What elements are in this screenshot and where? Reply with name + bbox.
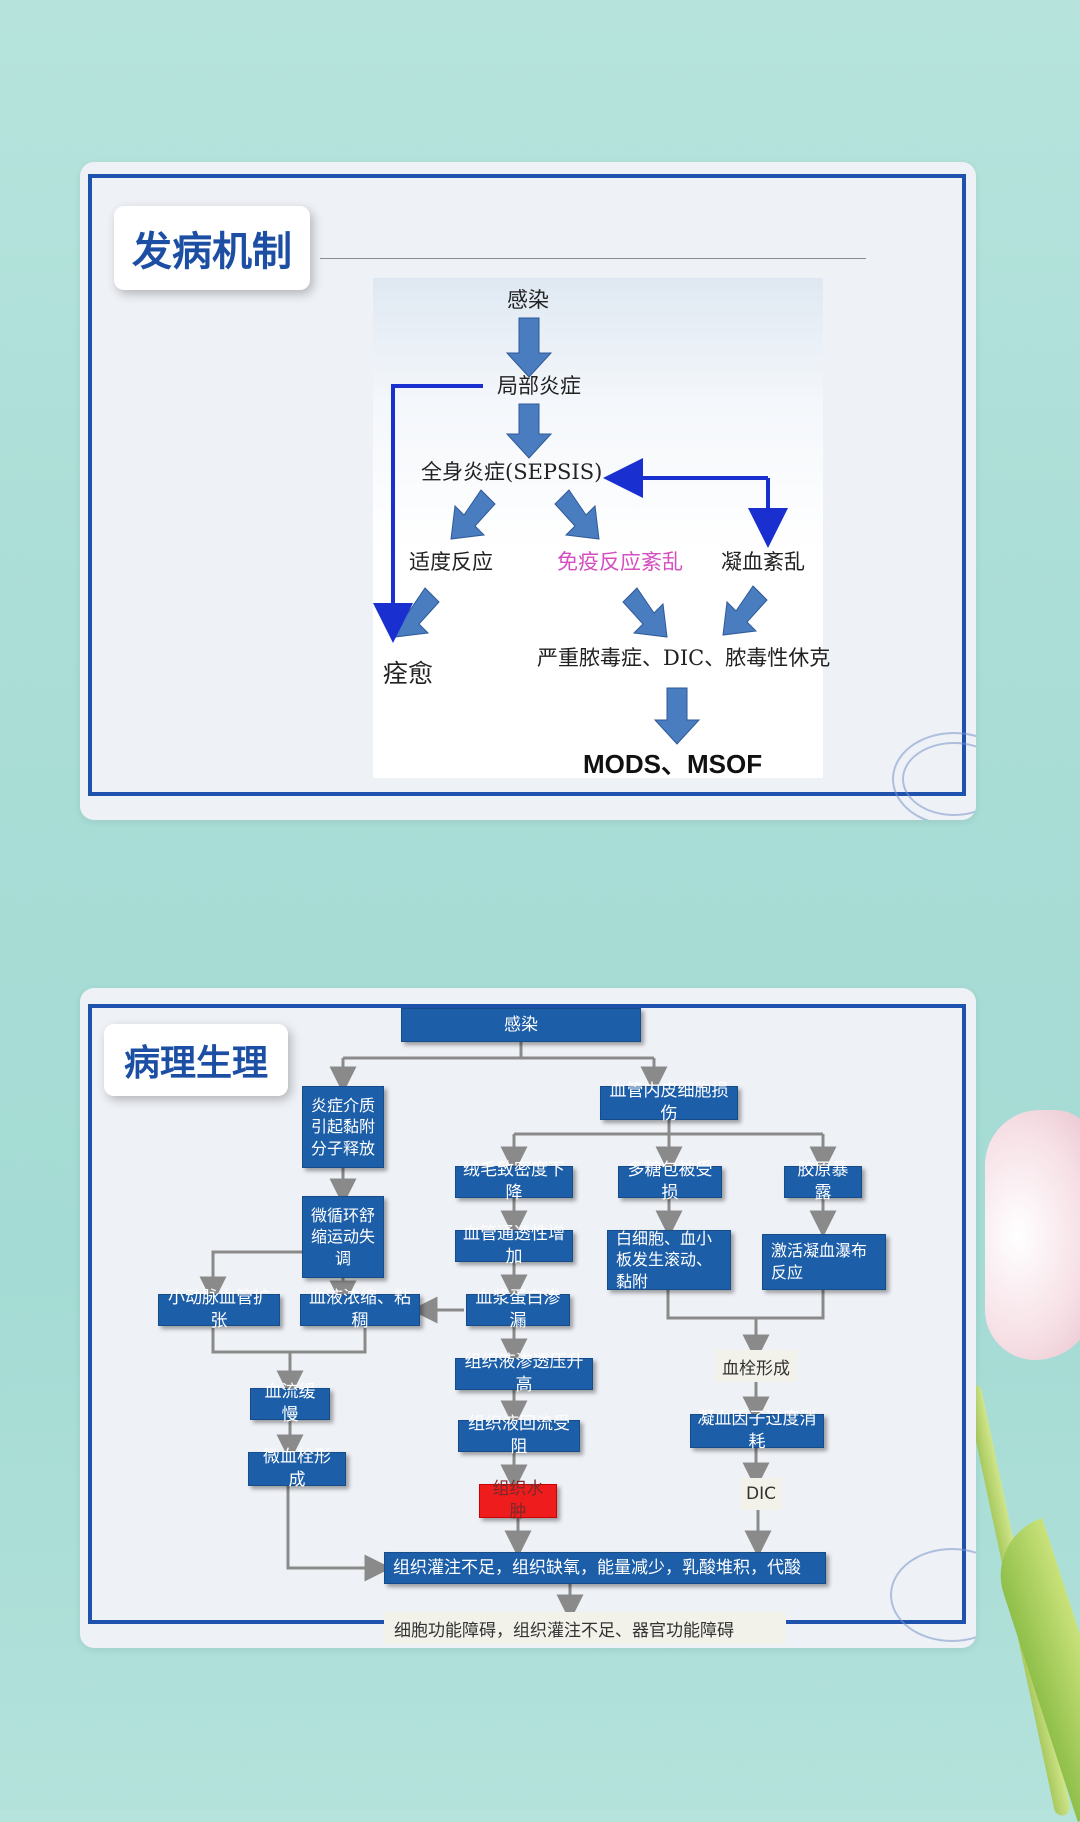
arrow-down — [507, 404, 551, 458]
node-tissue-edema: 组织水肿 — [479, 1484, 557, 1518]
node-organ-dysfunction: 细胞功能障碍，组织灌注不足、器官功能障碍 — [384, 1612, 786, 1644]
node-inflammatory-mediators: 炎症介质引起黏附分子释放 — [302, 1086, 384, 1168]
node-reflux-blocked: 组织液回流受阻 — [458, 1420, 580, 1452]
node-coagulation-cascade: 激活凝血瀑布反应 — [762, 1234, 886, 1290]
node-infection: 感染 — [507, 284, 549, 314]
node-collagen: 胶原暴露 — [784, 1166, 862, 1198]
slide-title-text: 病理生理 — [124, 1034, 268, 1086]
node-osmotic-pressure: 组织液渗透压升高 — [455, 1358, 593, 1390]
pathogenesis-flowchart: 感染 局部炎症 全身炎症(SEPSIS) 适度反应 免疫反应紊乱 凝血紊乱 痊愈… — [373, 278, 823, 778]
node-dic: DIC — [740, 1478, 782, 1510]
node-sepsis: 全身炎症(SEPSIS) — [421, 456, 602, 486]
arrow-down — [655, 688, 699, 744]
node-microthrombus: 微血栓形成 — [248, 1452, 346, 1486]
node-microcirculation: 微循环舒缩运动失调 — [302, 1196, 384, 1278]
node-factor-consumption: 凝血因子过度消耗 — [690, 1414, 824, 1448]
node-mods-msof: MODS、MSOF — [583, 744, 762, 781]
arrow-diagonal — [451, 490, 495, 539]
connector-left — [393, 386, 483, 623]
arrow-down — [507, 318, 551, 377]
arrow-diagonal — [623, 588, 667, 637]
node-leukocyte-adhesion: 白细胞、血小板发生滚动、黏附 — [607, 1230, 731, 1290]
node-local-inflammation: 局部炎症 — [497, 370, 581, 400]
node-arteriole-dilation: 小动脉血管扩张 — [158, 1294, 280, 1326]
arrow-diagonal — [555, 490, 599, 539]
slide-title-text: 发病机制 — [132, 219, 292, 277]
node-plasma-protein-leak: 血浆蛋白渗漏 — [466, 1294, 570, 1326]
node-permeability: 血管通透性增加 — [455, 1230, 573, 1262]
node-glycocalyx: 多糖包被受损 — [618, 1166, 722, 1198]
title-divider — [320, 258, 866, 259]
node-capillary-density: 绒毛致密度下降 — [455, 1166, 573, 1198]
node-moderate-response: 适度反应 — [409, 546, 493, 576]
node-coagulation-disorder: 凝血紊乱 — [721, 546, 805, 576]
node-infection: 感染 — [401, 1008, 641, 1042]
flowchart-arrows — [373, 278, 823, 778]
tulip-flower-decoration — [985, 1110, 1080, 1360]
node-thrombosis: 血栓形成 — [715, 1350, 797, 1382]
node-healed: 痊愈 — [383, 654, 433, 690]
node-hemoconcentration: 血液浓缩、粘稠 — [300, 1294, 420, 1326]
node-tissue-hypoperfusion: 组织灌注不足，组织缺氧，能量减少，乳酸堆积，代酸 — [384, 1552, 826, 1584]
tulip-leaf-decoration — [985, 1518, 1080, 1822]
node-slow-flow: 血流缓慢 — [250, 1388, 330, 1420]
node-severe-sepsis: 严重脓毒症、DIC、脓毒性休克 — [537, 642, 830, 672]
slide-title: 病理生理 — [104, 1024, 288, 1096]
arrow-diagonal — [395, 588, 439, 637]
node-immune-disorder: 免疫反应紊乱 — [557, 546, 683, 576]
arrow-diagonal — [723, 586, 767, 635]
slide-title: 发病机制 — [114, 206, 310, 290]
node-endothelial-injury: 血管内皮细胞损伤 — [600, 1086, 738, 1120]
